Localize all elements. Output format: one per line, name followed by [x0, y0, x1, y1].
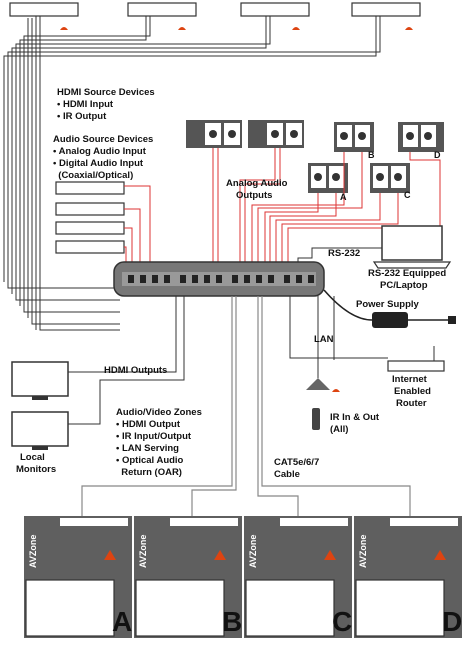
hdmi-source-device-2: [127, 2, 197, 17]
ir-devices: [306, 296, 340, 430]
zone-brand-label: AVZone: [358, 534, 368, 568]
power-supply-label: Power Supply: [356, 299, 419, 310]
zone-letter: A: [112, 606, 133, 637]
speaker-group-B: [334, 122, 374, 152]
speaker-group-C: [370, 163, 410, 193]
local-monitor-2: [11, 411, 69, 450]
speaker-group-letter: D: [434, 150, 441, 160]
zones-item: • IR Input/Output: [116, 431, 192, 442]
source-cables: [3, 16, 381, 331]
lan-cable: [289, 296, 388, 359]
zones-item: • Optical Audio: [116, 455, 184, 466]
cable-label: CAT5e/6/7: [274, 457, 320, 468]
audio-source-item: • Digital Audio Input: [53, 158, 144, 169]
analog-outputs-label: Analog Audio: [226, 178, 288, 189]
audio-source-item: • Analog Audio Input: [53, 146, 146, 157]
speaker-group-1: [186, 120, 242, 148]
audio-source-title: Audio Source Devices: [53, 134, 154, 145]
laptop-icon: [372, 225, 452, 269]
hdmi-source-item: • HDMI Input: [57, 99, 114, 110]
audio-source-cables: [124, 185, 151, 262]
hdmi-source-title: HDMI Source Devices: [57, 87, 155, 98]
rs232-device-label: PC/Laptop: [380, 280, 428, 291]
speaker-group-letter: C: [404, 190, 411, 200]
cable-label: Cable: [274, 469, 300, 480]
rs232-device-label: RS-232 Equipped: [368, 268, 447, 279]
local-monitor-1: [11, 361, 69, 400]
local-monitors-label: Local: [20, 452, 45, 463]
router-label: Router: [396, 398, 427, 409]
ir-emitter-icons: [60, 27, 413, 30]
zones-item: • HDMI Output: [116, 419, 181, 430]
zone-cables: [81, 296, 411, 518]
zones-title: Audio/Video Zones: [116, 407, 202, 418]
lan-label: LAN: [314, 334, 334, 345]
speaker-group-2: [248, 120, 304, 148]
zone-panels: [24, 516, 462, 638]
speaker-cables: [212, 148, 441, 262]
router-icon: [387, 346, 445, 372]
router-label: Enabled: [394, 386, 431, 397]
ir-label: IR In & Out: [330, 412, 380, 423]
hdmi-outputs-label: HDMI Outputs: [104, 365, 168, 376]
rs232-cable: [297, 247, 382, 262]
matrix-switcher: [113, 261, 325, 297]
hdmi-output-cables: [68, 296, 185, 425]
speaker-group-letter: A: [340, 192, 347, 202]
speaker-group-D: [398, 122, 444, 152]
zone-brand-label: AVZone: [28, 534, 38, 568]
zone-letter: C: [332, 606, 353, 637]
rs232-label: RS-232: [328, 248, 361, 259]
audio-source-item: (Coaxial/Optical): [53, 170, 134, 181]
hdmi-source-device-4: [351, 2, 421, 17]
zone-brand-label: AVZone: [138, 534, 148, 568]
ir-label: (All): [330, 424, 349, 435]
hdmi-source-item: • IR Output: [57, 111, 107, 122]
speaker-group-A: [308, 163, 348, 193]
router-label: Internet: [392, 374, 427, 385]
zones-item: Return (OAR): [116, 467, 182, 478]
analog-outputs-label: Outputs: [236, 190, 273, 201]
hdmi-source-device-3: [240, 2, 310, 17]
speaker-group-letter: B: [368, 150, 375, 160]
audio-source-devices: [55, 181, 125, 254]
power-supply-icon: [323, 289, 456, 328]
zone-letter: D: [442, 606, 463, 637]
local-monitors-label: Monitors: [16, 464, 57, 475]
zones-item: • LAN Serving: [116, 443, 179, 454]
hdmi-source-device-1: [9, 2, 79, 25]
zone-brand-label: AVZone: [248, 534, 258, 568]
zone-letter: B: [222, 606, 243, 637]
